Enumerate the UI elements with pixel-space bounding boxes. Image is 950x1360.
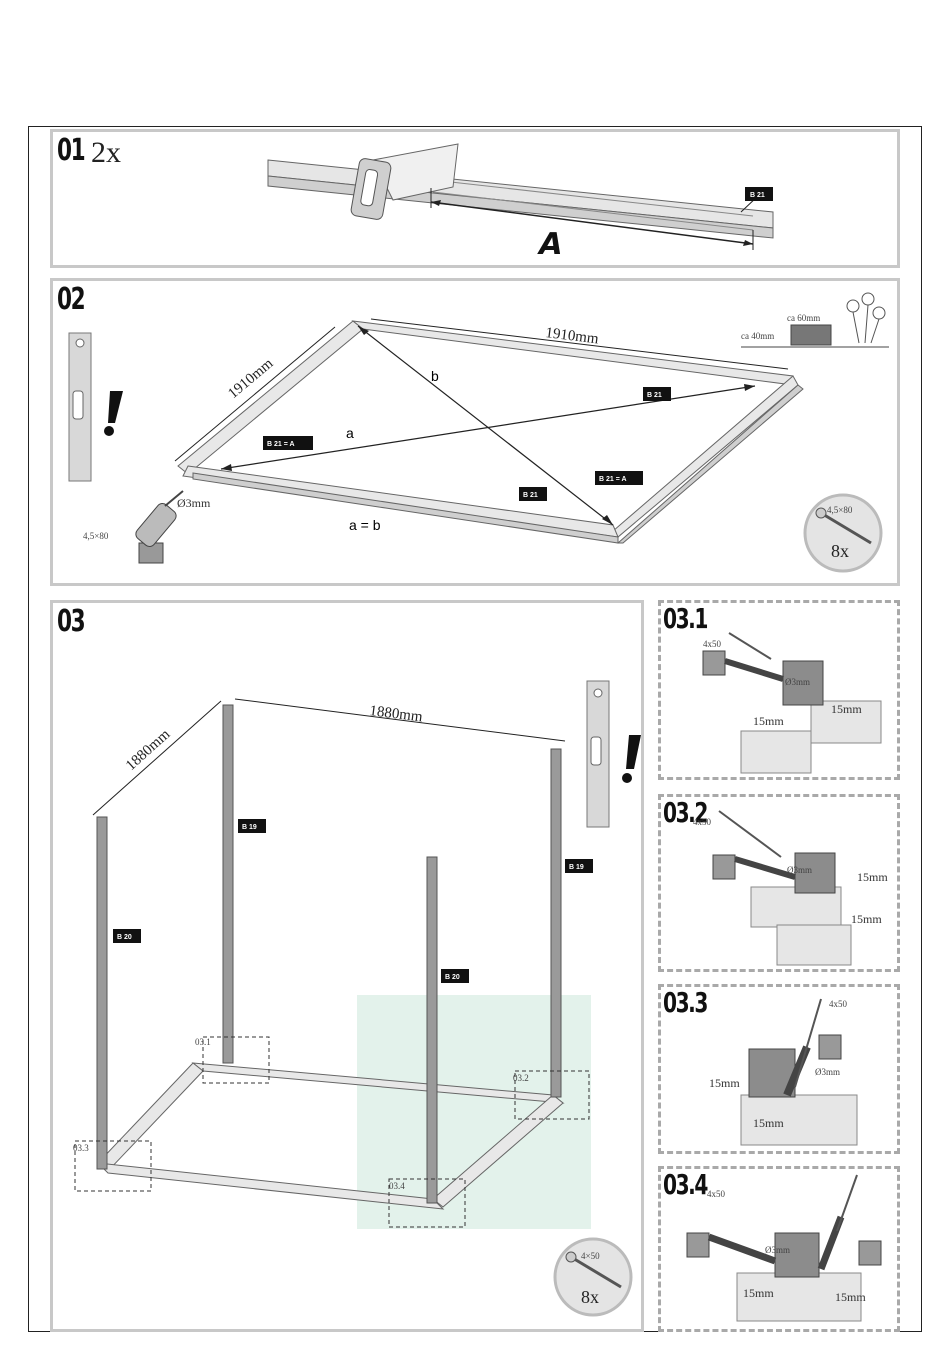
detail-illustration: 4x50 Ø3mm 15mm 15mm xyxy=(661,603,903,783)
screw-size: 4x50 xyxy=(829,999,848,1009)
part-label-b21: B 21 xyxy=(750,192,765,199)
dim-2: 15mm xyxy=(835,1290,866,1304)
detail-03-3-panel: 03.3 4x50 Ø3mm 15mm 15mm xyxy=(658,984,900,1154)
screw-badge-qty: 8x xyxy=(831,541,849,561)
screw-size: 4x50 xyxy=(693,817,712,827)
dim-2: 15mm xyxy=(753,714,784,728)
screw-badge-size: 4,5×80 xyxy=(827,505,853,515)
drill-size: Ø3mm xyxy=(787,865,812,875)
detail-illustration: 4x50 Ø3mm 15mm 15mm xyxy=(661,797,903,975)
callout-03-3: 03.3 xyxy=(73,1143,89,1153)
ground-60-label: ca 60mm xyxy=(787,313,820,323)
step-03-panel: 03 1880mm 1880mm B 19 B 19 B 20 B 20 03.… xyxy=(50,600,644,1332)
drill-size: Ø3mm xyxy=(815,1067,840,1077)
dim-2: 15mm xyxy=(851,912,882,926)
drill-size: Ø3mm xyxy=(765,1245,790,1255)
label-b21-a-right: B 21 = A xyxy=(599,476,627,483)
label-b21-bottom: B 21 xyxy=(523,492,538,499)
dim-1: 15mm xyxy=(857,870,888,884)
screw-size: 4x50 xyxy=(707,1189,726,1199)
screw-badge-size: 4×50 xyxy=(581,1251,600,1261)
dim-1: 15mm xyxy=(831,702,862,716)
detail-illustration: 4x50 Ø3mm 15mm 15mm xyxy=(661,987,903,1157)
label-b20-mid: B 20 xyxy=(445,974,460,981)
detail-03-1-panel: 03.1 4x50 Ø3mm 15mm 15mm xyxy=(658,600,900,780)
ground-40-label: ca 40mm xyxy=(741,331,774,341)
dimension-top: 1910mm xyxy=(545,325,600,347)
drill-size: Ø3mm xyxy=(785,677,810,687)
drill-icon xyxy=(133,491,183,563)
detail-illustration: 4x50 Ø3mm 15mm 15mm xyxy=(661,1169,903,1335)
saw-icon xyxy=(350,144,458,220)
label-b21-a-left: B 21 = A xyxy=(267,441,295,448)
dim-1: 15mm xyxy=(709,1076,740,1090)
dimension-top: 1880mm xyxy=(369,703,424,725)
step-01-panel: 01 2x A B 21 xyxy=(50,129,900,268)
step-02-panel: 02 b a a = b 1910mm 1910mm xyxy=(50,278,900,586)
saw-cut-illustration: A B 21 xyxy=(53,132,903,271)
diagonal-b-label: b xyxy=(431,368,439,384)
label-b20-left: B 20 xyxy=(117,934,132,941)
dim-2: 15mm xyxy=(753,1116,784,1130)
frame-layout-diagram: b a a = b 1910mm 1910mm B 21 = A B 21 = … xyxy=(53,281,903,589)
plant-icon xyxy=(847,293,885,343)
equation-label: a = b xyxy=(349,517,381,533)
spirit-level-icon xyxy=(69,333,91,481)
label-b19-right: B 19 xyxy=(569,864,584,871)
spirit-level-icon xyxy=(587,681,609,827)
label-b21-top: B 21 xyxy=(647,392,662,399)
post-front-left xyxy=(97,817,107,1169)
post-assembly-diagram: 1880mm 1880mm B 19 B 19 B 20 B 20 03.1 0… xyxy=(53,603,647,1335)
callout-03-2: 03.2 xyxy=(513,1073,529,1083)
screw-size: 4,5×80 xyxy=(83,531,109,541)
screw-badge-qty: 8x xyxy=(581,1287,599,1307)
warning-icon xyxy=(622,735,641,783)
diagonal-a-label: a xyxy=(346,425,354,441)
callout-03-4: 03.4 xyxy=(389,1181,405,1191)
callout-03-1: 03.1 xyxy=(195,1037,211,1047)
screw-size: 4x50 xyxy=(703,639,722,649)
label-b19-left: B 19 xyxy=(242,824,257,831)
post-back-left xyxy=(223,705,233,1063)
warning-icon xyxy=(104,391,123,436)
detail-03-4-panel: 03.4 4x50 Ø3mm 15mm 15mm xyxy=(658,1166,900,1332)
detail-03-2-panel: 03.2 4x50 Ø3mm 15mm 15mm xyxy=(658,794,900,972)
dim-1: 15mm xyxy=(743,1286,774,1300)
post-back-right xyxy=(551,749,561,1097)
drill-size: Ø3mm xyxy=(177,496,211,510)
post-front-right xyxy=(427,857,437,1203)
dimension-a-label: A xyxy=(535,227,566,262)
